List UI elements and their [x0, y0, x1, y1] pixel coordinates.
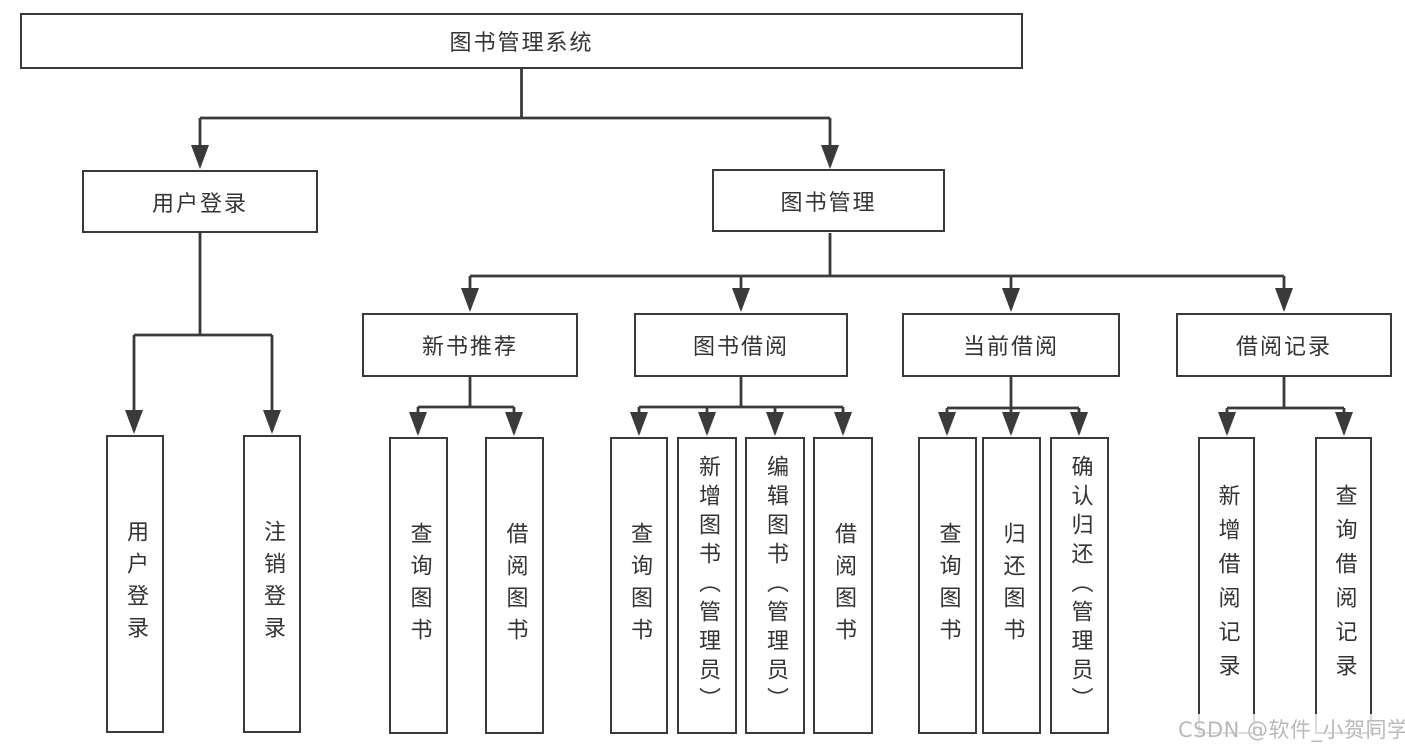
- node-root-label: 图书管理系统: [449, 31, 594, 56]
- leaf-add-books-admin: 新增图书（管理员）: [677, 437, 737, 734]
- node-new-book-recommend-label: 新书推荐: [421, 335, 518, 360]
- leaf-query-books-3: 查询图书: [918, 437, 977, 734]
- node-current-borrowing: 当前借阅: [902, 313, 1120, 377]
- leaf-return-books: 归还图书: [982, 437, 1041, 734]
- leaf-query-borrow-record: 查询借阅记录: [1315, 437, 1372, 734]
- leaf-borrow-books-2: 借阅图书: [813, 437, 873, 734]
- node-current-borrowing-label: 当前借阅: [962, 335, 1059, 360]
- node-new-book-recommend: 新书推荐: [362, 313, 578, 377]
- leaf-query-books-1: 查询图书: [389, 437, 448, 734]
- node-user-login: 用户登录: [82, 170, 318, 233]
- leaf-add-borrow-record-label: 新增借阅记录: [1214, 483, 1240, 688]
- leaf-add-books-admin-label: 新增图书（管理员）: [695, 455, 720, 716]
- node-user-login-label: 用户登录: [151, 191, 248, 217]
- leaf-borrow-books-2-label: 借阅图书: [831, 521, 856, 650]
- leaf-query-books-3-label: 查询图书: [935, 521, 961, 650]
- connector-lines: [125, 69, 1353, 436]
- leaf-query-books-2-label: 查询图书: [627, 521, 652, 650]
- leaf-query-books-1-label: 查询图书: [406, 521, 432, 650]
- node-book-management: 图书管理: [712, 169, 945, 232]
- leaf-add-borrow-record: 新增借阅记录: [1198, 437, 1255, 734]
- watermark: CSDN @软件_小贺同学: [1178, 714, 1405, 744]
- node-book-management-label: 图书管理: [780, 190, 877, 216]
- node-borrowing-records-label: 借阅记录: [1235, 335, 1332, 360]
- leaf-edit-books-admin-label: 编辑图书（管理员）: [763, 455, 788, 716]
- leaf-borrow-books-1: 借阅图书: [485, 437, 544, 734]
- leaf-borrow-books-1-label: 借阅图书: [502, 521, 528, 650]
- leaf-user-login-label: 用户登录: [123, 520, 148, 648]
- leaf-confirm-return-admin-label: 确认归还（管理员）: [1067, 455, 1093, 716]
- leaf-confirm-return-admin: 确认归还（管理员）: [1050, 437, 1109, 734]
- node-book-borrowing-label: 图书借阅: [692, 335, 789, 360]
- node-borrowing-records: 借阅记录: [1176, 313, 1392, 377]
- node-root: 图书管理系统: [20, 13, 1023, 69]
- leaf-query-books-2: 查询图书: [610, 437, 668, 734]
- node-book-borrowing: 图书借阅: [634, 313, 848, 377]
- leaf-logout-label: 注销登录: [260, 520, 285, 648]
- leaf-query-borrow-record-label: 查询借阅记录: [1331, 483, 1357, 688]
- leaf-edit-books-admin: 编辑图书（管理员）: [745, 437, 805, 734]
- leaf-user-login: 用户登录: [106, 435, 164, 733]
- leaf-logout: 注销登录: [243, 435, 301, 733]
- leaf-return-books-label: 归还图书: [999, 521, 1025, 650]
